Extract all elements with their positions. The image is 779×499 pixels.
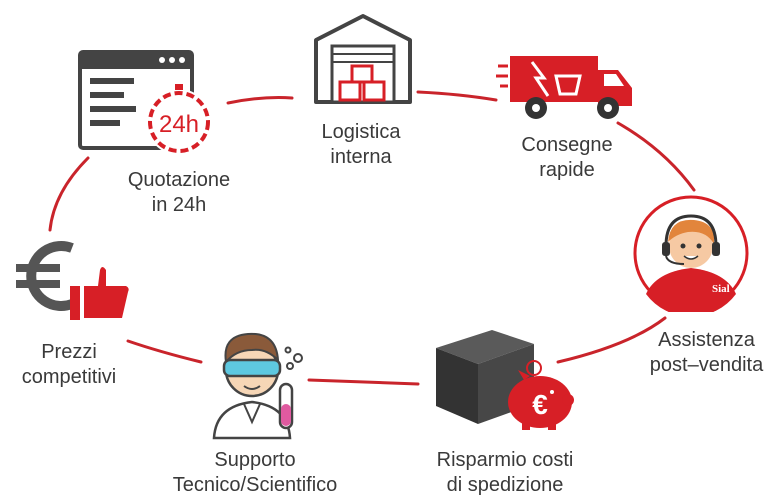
- connector-quote-logistics: [226, 96, 294, 105]
- piggy-euro-symbol: €: [532, 389, 548, 420]
- quote-24h-badge: 24h: [159, 111, 199, 138]
- connector-delivery-support: [616, 121, 696, 192]
- connector-savings-technical: [307, 378, 420, 386]
- box-piggy-bank-icon: €: [428, 316, 578, 434]
- connector-logistics-delivery: [416, 90, 498, 102]
- connector-technical-prices: [126, 339, 203, 364]
- customer-support-agent-icon: Sial: [632, 194, 750, 317]
- connector-support-savings: [556, 316, 667, 364]
- scientist-icon: [204, 322, 310, 440]
- label-quotazione-24h: Quotazione in 24h: [127, 169, 231, 216]
- delivery-truck-icon: [496, 52, 636, 122]
- label-assistenza-post-vendita: Assistenza post–vendita: [649, 329, 764, 376]
- quote-24h-icon: 24h: [76, 48, 222, 158]
- label-risparmio-costi: Risparmio costi di spedizione: [436, 449, 574, 496]
- euro-thumbs-up-icon: [14, 230, 132, 322]
- label-logistica-interna: Logistica interna: [321, 121, 401, 168]
- connector-prices-quote: [48, 156, 90, 232]
- label-prezzi-competitivi: Prezzi competitivi: [21, 341, 117, 388]
- sial-logo-text: Sial: [712, 283, 730, 295]
- label-supporto-tecnico: Supporto Tecnico/Scientifico: [172, 449, 338, 496]
- label-consegne-rapide: Consegne rapide: [521, 134, 613, 181]
- warehouse-icon: [312, 10, 414, 106]
